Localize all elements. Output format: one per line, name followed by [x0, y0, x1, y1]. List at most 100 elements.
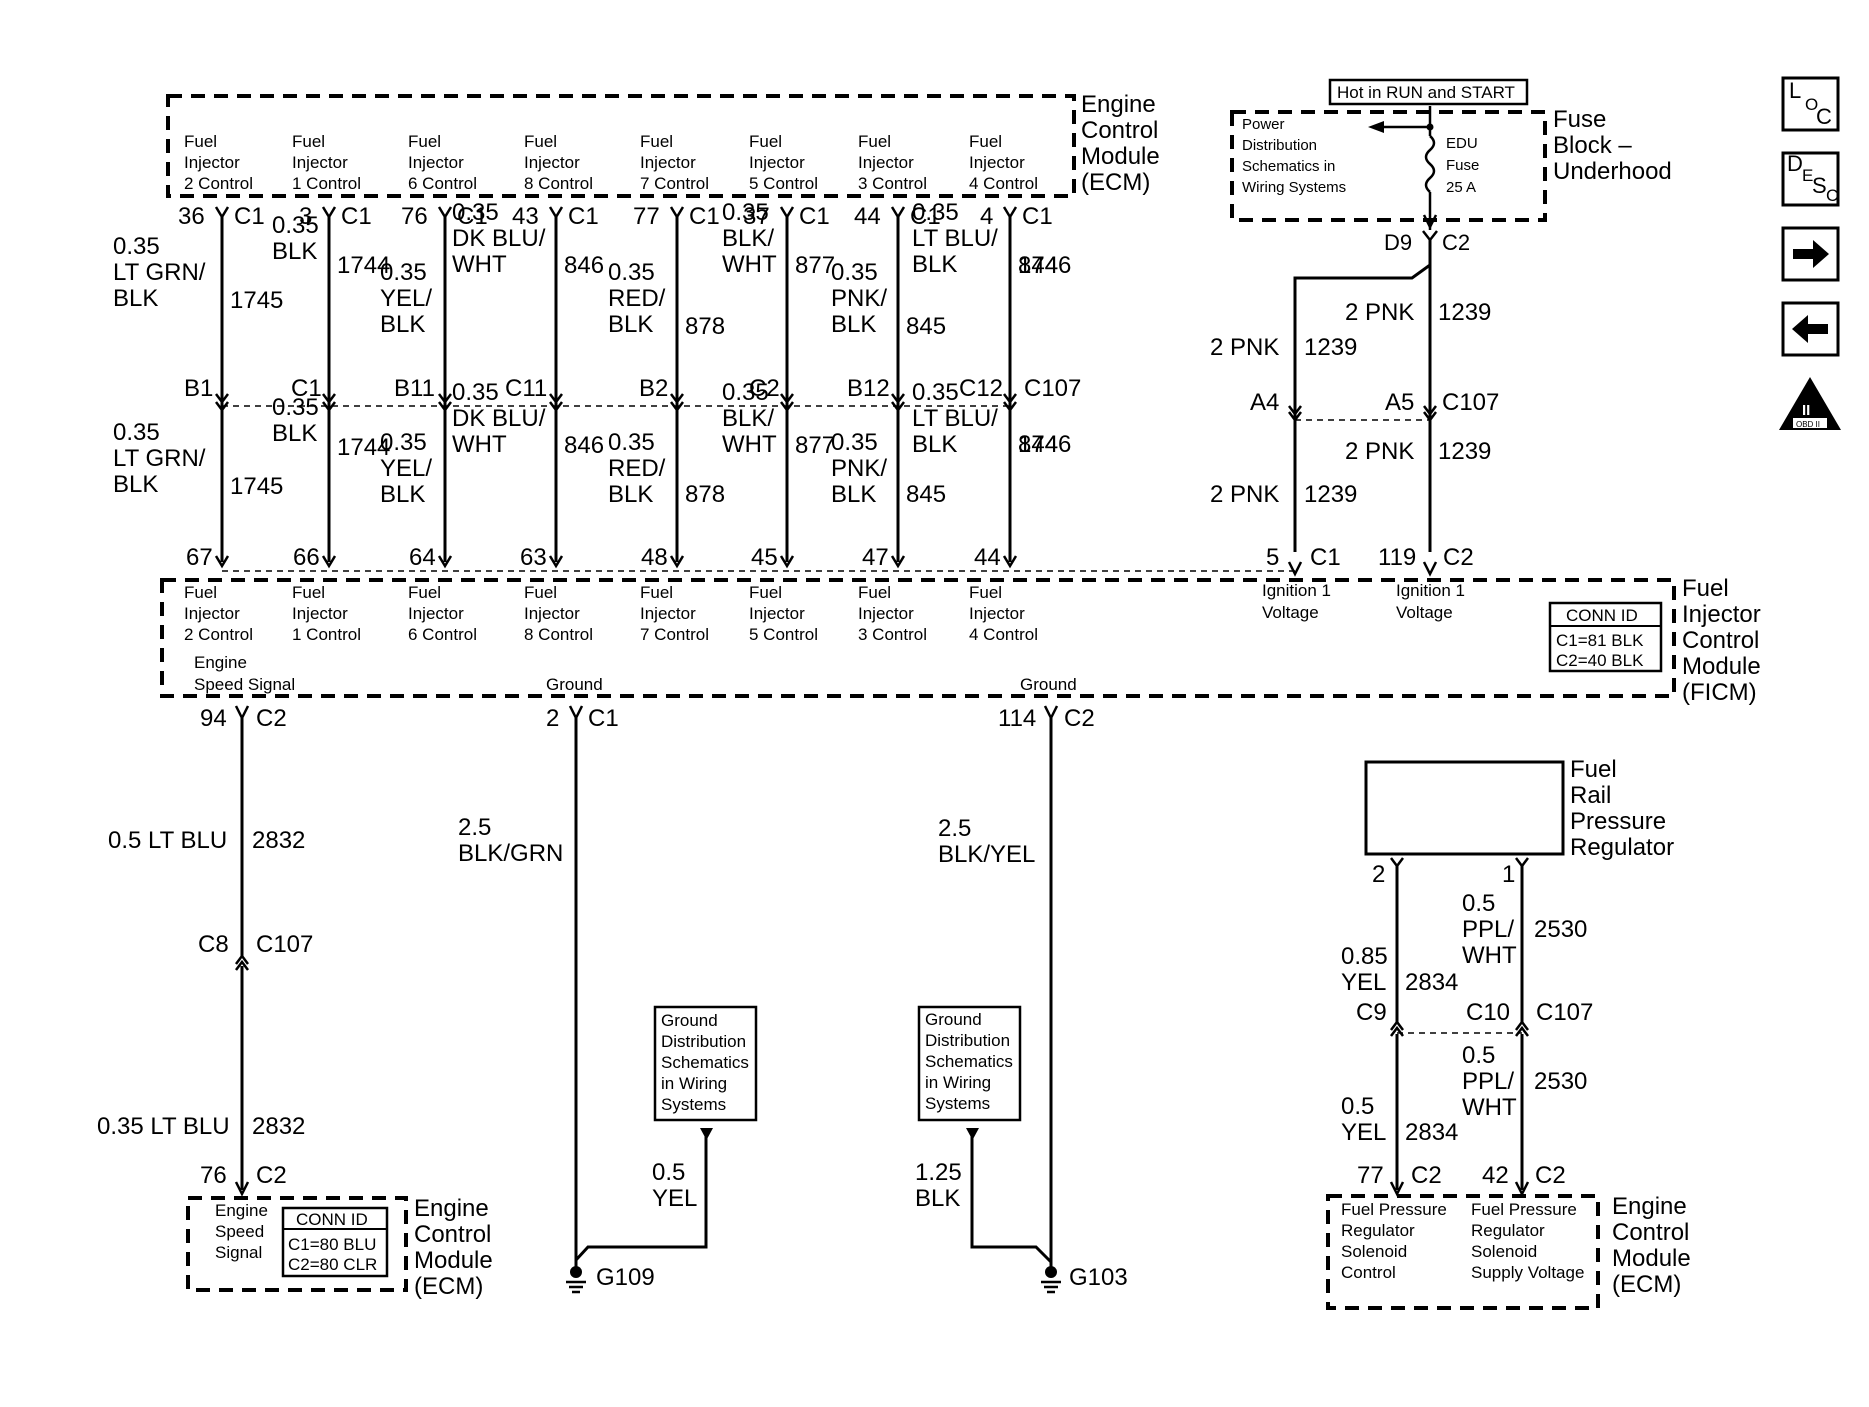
- pin-arrow: [437, 206, 453, 220]
- ecm-conn: C1: [234, 203, 265, 230]
- edu-fuse-label: EDU Fuse 25 A: [1446, 135, 1479, 196]
- svg-text:Ignition 1: Ignition 1: [1396, 581, 1465, 600]
- svg-text:Control: Control: [1081, 117, 1158, 144]
- svg-text:Solenoid: Solenoid: [1341, 1242, 1407, 1261]
- ficm-arrow: [437, 555, 453, 569]
- wire-color-upper: BLK: [912, 251, 957, 278]
- reg-c107-label: C107: [1536, 999, 1593, 1026]
- pin-arrow: [669, 206, 685, 220]
- wire-color-lower: BLK: [912, 431, 957, 458]
- wire-color-lower: BLK: [380, 481, 425, 508]
- ficm-label-2: Injector: [408, 604, 464, 623]
- back-button[interactable]: [1781, 301, 1840, 357]
- c107-pin: B11: [394, 375, 435, 402]
- ficm-label-1: Injector: [292, 604, 348, 623]
- loc-button[interactable]: L O C: [1781, 76, 1840, 132]
- svg-text:Regulator: Regulator: [1471, 1221, 1545, 1240]
- ficm-label-3: 8 Control: [524, 625, 593, 644]
- ecm-bl-conn-id: CONN ID C1=80 BLU C2=80 CLR: [281, 1206, 389, 1278]
- wire-color-upper: 0.35: [452, 199, 499, 226]
- wire-color-lower: LT GRN/: [113, 445, 206, 472]
- ficm-pin: 44: [974, 544, 1001, 571]
- svg-text:L: L: [1789, 78, 1801, 103]
- forward-button[interactable]: [1781, 226, 1840, 282]
- ign-b-circuit-1: 1239: [1438, 299, 1491, 326]
- svg-text:Supply Voltage: Supply Voltage: [1471, 1263, 1584, 1282]
- ecm-conn: C1: [689, 203, 720, 230]
- c107-chevron: [891, 393, 905, 413]
- svg-text:C1=80 BLU: C1=80 BLU: [288, 1235, 376, 1254]
- svg-text:Fuel: Fuel: [1570, 756, 1617, 783]
- c107-pin: B2: [639, 375, 668, 402]
- pin-arrow: [548, 206, 564, 220]
- c9-pin: C9: [1356, 999, 1387, 1026]
- ecm-conn-42: C2: [1535, 1162, 1566, 1189]
- reg-right-top-3: WHT: [1462, 942, 1517, 969]
- ficm-label-6: Fuel: [858, 583, 891, 602]
- wire-color-lower: 0.35: [831, 429, 878, 456]
- wire-color-upper: WHT: [722, 251, 777, 278]
- ficm-arrow: [890, 555, 906, 569]
- ecm-conn: C1: [568, 203, 599, 230]
- ground-icon: [1041, 1266, 1061, 1294]
- c107-chevron: [780, 393, 794, 413]
- reg-right-bot-3: WHT: [1462, 1094, 1517, 1121]
- ecm-br-left-label: Fuel Pressure Regulator Solenoid Control: [1341, 1200, 1447, 1282]
- ecm-label-1: 1 Control: [292, 174, 361, 193]
- wire-color-lower: 0.35: [608, 429, 655, 456]
- svg-text:Distribution: Distribution: [1242, 137, 1317, 154]
- ecm-bottom-right-box: [1326, 1194, 1600, 1310]
- wire-color-upper: 0.35: [831, 259, 878, 286]
- ecm-conn: C1: [341, 203, 372, 230]
- ecm-label-6: Fuel: [858, 132, 891, 151]
- wire-color-lower: LT BLU/: [912, 405, 998, 432]
- svg-text:D: D: [1787, 151, 1803, 176]
- c107-label: C107: [1024, 375, 1081, 402]
- arrow-left-icon: [1792, 315, 1828, 343]
- ecm-label-0: 2 Control: [184, 174, 253, 193]
- desc-button[interactable]: D E S C: [1781, 151, 1840, 207]
- ficm-pin: 67: [186, 544, 213, 571]
- ficm-label-0: Injector: [184, 604, 240, 623]
- circuit-number-lower: 877: [795, 432, 835, 459]
- ground1-ref-box[interactable]: Ground Distribution Schematics in Wiring…: [653, 1005, 758, 1122]
- fuse-icon: [1424, 135, 1436, 193]
- ecm-label-6: 3 Control: [858, 174, 927, 193]
- ecm-pin-77: 77: [1357, 1162, 1384, 1189]
- wire-color-lower: DK BLU/: [452, 405, 546, 432]
- ecm-bottom-left-box: [186, 1196, 408, 1292]
- ground2-ref-box[interactable]: Ground Distribution Schematics in Wiring…: [917, 1005, 1022, 1122]
- svg-text:Systems: Systems: [661, 1095, 726, 1114]
- svg-text:EDU: EDU: [1446, 135, 1478, 152]
- ecm-label-7: 4 Control: [969, 174, 1038, 193]
- svg-text:Schematics in: Schematics in: [1242, 158, 1335, 175]
- ficm-label-4: 7 Control: [640, 625, 709, 644]
- wire-color-upper: 0.35: [113, 233, 160, 260]
- svg-text:Pressure: Pressure: [1570, 808, 1666, 835]
- reg-left-circuit-bot: 2834: [1405, 1119, 1458, 1146]
- power-distribution-ref: Power Distribution Schematics in Wiring …: [1242, 116, 1346, 196]
- ground1-conn: C1: [588, 705, 619, 732]
- ground2-gauge: 2.5: [938, 815, 971, 842]
- ground2-ref-color: BLK: [915, 1185, 960, 1212]
- wire-color-lower: 0.35: [272, 394, 319, 421]
- c107-pin: B12: [847, 375, 890, 402]
- ecm-pin: 4: [980, 203, 993, 230]
- svg-text:C: C: [1826, 186, 1838, 205]
- circuit-number-upper: 845: [906, 313, 946, 340]
- ficm-label-0: 2 Control: [184, 625, 253, 644]
- ecm-conn: C1: [457, 203, 488, 230]
- g109-label: G109: [596, 1264, 655, 1291]
- pin-arrow: [321, 206, 337, 220]
- svg-text:Underhood: Underhood: [1553, 158, 1672, 185]
- svg-text:Module: Module: [1612, 1245, 1691, 1272]
- fuse-block-box: [1230, 110, 1547, 222]
- ecm-label-0: Fuel: [184, 132, 217, 151]
- obd-ii-icon[interactable]: II OBD II: [1779, 377, 1841, 430]
- ficm-label-2: 6 Control: [408, 625, 477, 644]
- speed-bottom-conn: C2: [256, 1162, 287, 1189]
- wire-color-lower: 0.35: [912, 379, 959, 406]
- ground1-ref-gauge: 0.5: [652, 1159, 685, 1186]
- ecm-label-5: Injector: [749, 153, 805, 172]
